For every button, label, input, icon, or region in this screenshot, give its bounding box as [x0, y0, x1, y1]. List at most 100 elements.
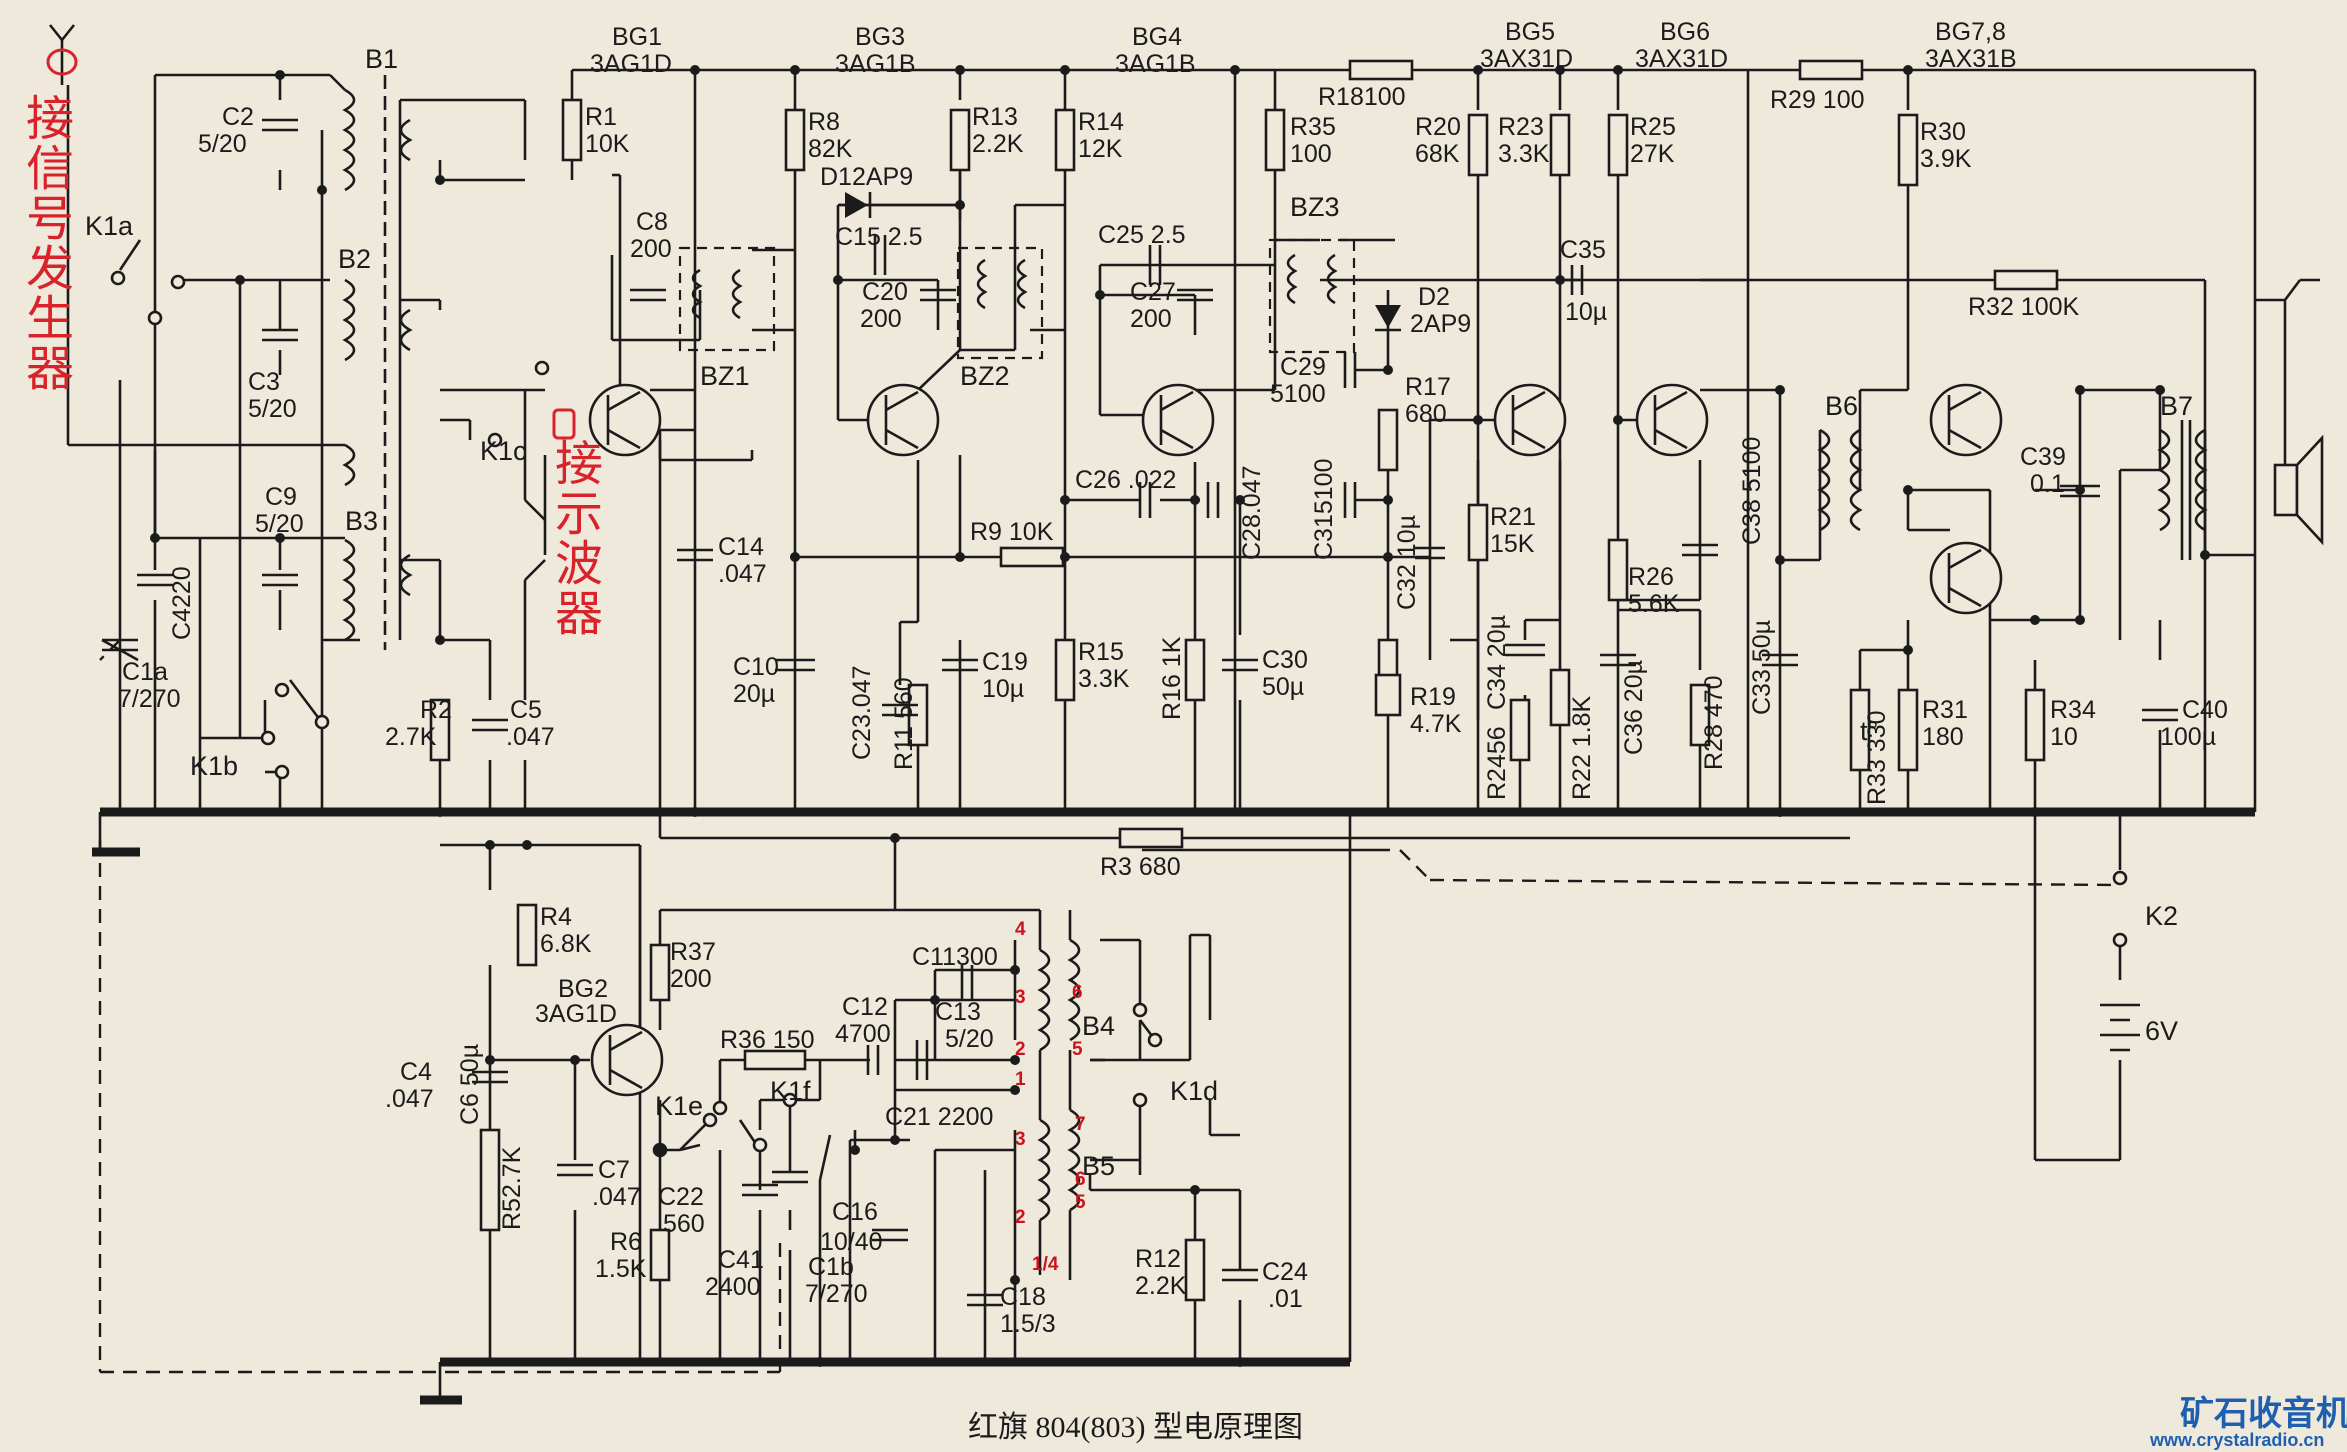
- label-c36: C36 20µ: [1620, 660, 1648, 755]
- label-r5: R52.7K: [498, 1146, 526, 1230]
- label-c21: C21 2200: [885, 1103, 993, 1131]
- capacitors: [101, 118, 2178, 1307]
- label-r31-ref: R31: [1922, 696, 1968, 724]
- pin-b5-7: 7: [1075, 1114, 1086, 1135]
- label-c15: C15 2.5: [835, 223, 923, 251]
- label-c19-ref: C19: [982, 648, 1028, 676]
- label-r26-ref: R26: [1628, 563, 1674, 591]
- pin-b4-1: 1: [1015, 1069, 1026, 1090]
- label-r4-val: 6.8K: [540, 930, 592, 958]
- label-c32: C32 10µ: [1393, 515, 1421, 610]
- label-r2-val: 2.7K: [385, 723, 437, 751]
- watermark-brand: 矿石收音机: [2180, 1395, 2347, 1433]
- label-c18-val: 1.5/3: [1000, 1310, 1056, 1338]
- bg4-stage: [1065, 238, 1395, 812]
- label-c22-ref: C22: [658, 1183, 704, 1211]
- label-c16-ref: C16: [832, 1198, 878, 1226]
- label-r17-val: 680: [1405, 400, 1447, 428]
- coils: [342, 75, 2208, 1280]
- label-k2: K2: [2145, 901, 2178, 931]
- pin-b5-6: 6: [1075, 1169, 1086, 1190]
- labels: BG1 3AG1D BG3 3AG1B BG4 3AG1B BG5 3AX31D…: [85, 18, 2228, 1338]
- label-r32: R32 100K: [1968, 293, 2080, 321]
- label-thermistor: t°: [1860, 716, 1878, 746]
- label-c4b-ref: C4: [400, 1058, 432, 1086]
- label-bz2: BZ2: [960, 361, 1010, 391]
- pin-b4-2: 2: [1015, 1039, 1026, 1060]
- label-r1-ref: R1: [585, 103, 617, 131]
- label-bg4-ref: BG4: [1132, 23, 1182, 51]
- label-r23-val: 3.3K: [1498, 140, 1550, 168]
- label-c11: C11300: [912, 943, 998, 971]
- label-bz3: BZ3: [1290, 192, 1340, 222]
- label-r25-ref: R25: [1630, 113, 1676, 141]
- label-r8-ref: R8: [808, 108, 840, 136]
- label-c20-val: 200: [860, 305, 902, 333]
- label-c30-ref: C30: [1262, 646, 1308, 674]
- label-c24-ref: C24: [1262, 1258, 1308, 1286]
- label-r6-ref: R6: [610, 1228, 642, 1256]
- label-r35-ref: R35: [1290, 113, 1336, 141]
- label-d2-type: 2AP9: [1410, 310, 1471, 338]
- label-r16: R16 1K: [1158, 636, 1186, 720]
- label-c5-val: .047: [506, 723, 555, 751]
- label-d1: D12AP9: [820, 163, 913, 191]
- label-c41-val: 2400: [705, 1273, 761, 1301]
- label-c28: C28.047: [1238, 465, 1266, 560]
- label-b1: B1: [365, 44, 398, 74]
- ann-gen-0: 接: [26, 93, 74, 146]
- label-c13-ref: C13: [935, 998, 981, 1026]
- label-r34-ref: R34: [2050, 696, 2096, 724]
- label-r30-ref: R30: [1920, 118, 1966, 146]
- label-k1a: K1a: [85, 211, 134, 241]
- label-c39-ref: C39: [2020, 443, 2066, 471]
- label-r19-val: 4.7K: [1410, 710, 1462, 738]
- label-c2-val: 5/20: [198, 130, 247, 158]
- label-r35-val: 100: [1290, 140, 1332, 168]
- bg1-stage: [610, 173, 795, 462]
- label-c40-val: 100µ: [2160, 723, 2216, 751]
- label-c41-ref: C41: [718, 1246, 764, 1274]
- label-bg5-ref: BG5: [1505, 18, 1555, 46]
- label-r21-val: 15K: [1490, 530, 1535, 558]
- label-c14-val: .047: [718, 560, 767, 588]
- label-r9: R9 10K: [970, 518, 1054, 546]
- label-r20-val: 68K: [1415, 140, 1460, 168]
- label-c2-ref: C2: [222, 103, 254, 131]
- pin-b4-3: 3: [1015, 987, 1026, 1008]
- label-c20-ref: C20: [862, 278, 908, 306]
- label-d2-ref: D2: [1418, 283, 1450, 311]
- label-b2: B2: [338, 244, 371, 274]
- label-r2-ref: R2: [420, 696, 452, 724]
- pin-b4-4: 4: [1015, 919, 1026, 940]
- label-r34-val: 10: [2050, 723, 2078, 751]
- label-r11: R11 560: [890, 677, 918, 770]
- label-c10-ref: C10: [733, 653, 779, 681]
- label-c35-ref: C35: [1560, 236, 1606, 264]
- ann-scope-3: 器: [555, 588, 603, 641]
- label-c38: C38 5100: [1738, 437, 1766, 545]
- label-r25-val: 27K: [1630, 140, 1675, 168]
- label-r31-val: 180: [1922, 723, 1964, 751]
- label-c13-val: 5/20: [945, 1025, 994, 1053]
- battery-speaker: [1374, 278, 2324, 1052]
- label-r17-ref: R17: [1405, 373, 1451, 401]
- label-c24-val: .01: [1268, 1285, 1303, 1313]
- label-r37-ref: R37: [670, 938, 716, 966]
- label-b7: B7: [2160, 391, 2193, 421]
- label-c29-val: 5100: [1270, 380, 1326, 408]
- label-c23: C23.047: [848, 665, 876, 760]
- label-c34: C34 20µ: [1483, 615, 1511, 710]
- annotation-signal-generator: 接 信 号 发 生 器: [26, 93, 74, 396]
- label-b3: B3: [345, 506, 378, 536]
- label-k1e: K1e: [655, 1091, 703, 1121]
- label-r30-val: 3.9K: [1920, 145, 1972, 173]
- pin-b4-5: 5: [1072, 1039, 1083, 1060]
- label-c14-ref: C14: [718, 533, 764, 561]
- ann-gen-4: 生: [26, 293, 74, 346]
- label-bg78-type: 3AX31B: [1925, 45, 2017, 73]
- label-c1a-val: 7/270: [118, 685, 181, 713]
- label-c31: C315100: [1310, 459, 1338, 560]
- label-r12-val: 2.2K: [1135, 1272, 1187, 1300]
- label-r15-ref: R15: [1078, 638, 1124, 666]
